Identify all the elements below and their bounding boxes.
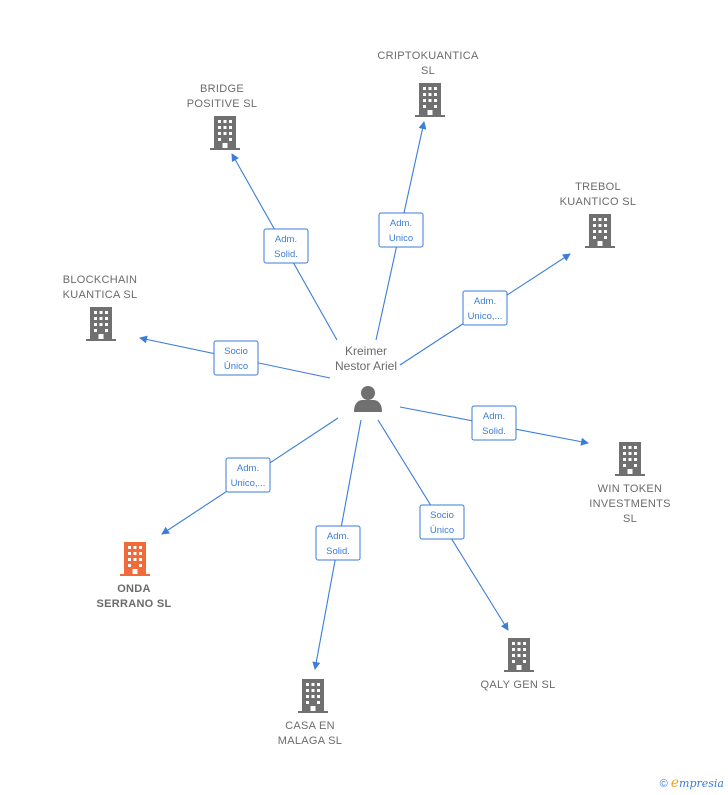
company-name: BLOCKCHAIN [63,274,138,286]
company-name: KUANTICO SL [560,196,637,208]
company-node-criptokuantica[interactable]: CRIPTOKUANTICA SL [377,50,479,117]
company-name: TREBOL [575,181,621,193]
building-icon [415,83,445,117]
relation-label-trebol-kuantico[interactable]: Adm. Unico,... [462,290,508,326]
company-node-onda-serrano[interactable]: ONDA SERRANO SL [96,542,171,610]
relation-text: Único [224,361,248,372]
building-icon [615,442,645,476]
company-name: CRIPTOKUANTICA [377,50,479,62]
company-node-qaly-gen[interactable]: QALY GEN SL [480,638,555,691]
building-icon [120,542,150,576]
company-name: MALAGA SL [278,735,342,747]
relation-text: Adm. [483,411,505,422]
person-node[interactable]: Kreimer Nestor Ariel [335,344,397,412]
edge-labels: Adm.UnicoAdm.Solid.Adm.Unico,...SocioÚni… [213,212,517,561]
company-node-casa-en-malaga[interactable]: CASA EN MALAGA SL [278,679,342,747]
relation-text: Unico,... [231,478,266,489]
relation-text: Adm. [327,531,349,542]
relation-label-win-token[interactable]: Adm. Solid. [471,405,517,441]
company-name: BRIDGE [200,83,244,95]
relation-label-casa-en-malaga[interactable]: Adm. Solid. [315,525,361,561]
person-icon [354,386,382,412]
footer-brand: © empresia [660,775,724,791]
company-name: POSITIVE SL [187,98,258,110]
relation-label-onda-serrano[interactable]: Adm. Unico,... [225,457,271,493]
company-name: KUANTICA SL [63,289,138,301]
building-icon [86,307,116,341]
relation-text: Adm. [275,234,297,245]
company-name: ONDA [117,583,151,595]
building-icon [298,679,328,713]
company-nodes: CRIPTOKUANTICA SL BRIDGE POSITIVE SL TREBOL K… [63,50,671,747]
relation-text: Solid. [482,426,506,437]
building-icon [504,638,534,672]
relation-text: Solid. [274,249,298,260]
copyright-icon: © [659,778,668,790]
company-name: SERRANO SL [96,598,171,610]
company-name: WIN TOKEN [598,483,663,495]
building-icon [585,214,615,248]
person-name-line1: Kreimer [345,344,387,358]
relation-text: Unico [389,233,413,244]
company-name: SL [421,65,435,77]
relation-text: Adm. [237,463,259,474]
company-node-win-token[interactable]: WIN TOKEN INVESTMENTS SL [589,442,671,525]
person-name-line2: Nestor Ariel [335,359,397,373]
company-node-bridge-positive[interactable]: BRIDGE POSITIVE SL [187,83,258,150]
company-name: SL [623,513,637,525]
company-name: INVESTMENTS [589,498,671,510]
relation-text: Solid. [326,546,350,557]
relation-text: Adm. [390,218,412,229]
relation-text: Único [430,525,454,536]
building-icon [210,116,240,150]
relation-text: Socio [430,510,454,521]
relation-text: Socio [224,346,248,357]
relation-label-criptokuantica[interactable]: Adm. Unico [378,212,424,248]
company-name: QALY GEN SL [480,679,555,691]
brand-logo: empresia [670,775,724,791]
relation-label-bridge-positive[interactable]: Adm. Solid. [263,228,309,264]
company-node-trebol-kuantico[interactable]: TREBOL KUANTICO SL [560,181,637,248]
relation-text: Adm. [474,296,496,307]
relation-text: Unico,... [468,311,503,322]
company-name: CASA EN [285,720,335,732]
company-node-blockchain-kuantica[interactable]: BLOCKCHAIN KUANTICA SL [63,274,138,341]
